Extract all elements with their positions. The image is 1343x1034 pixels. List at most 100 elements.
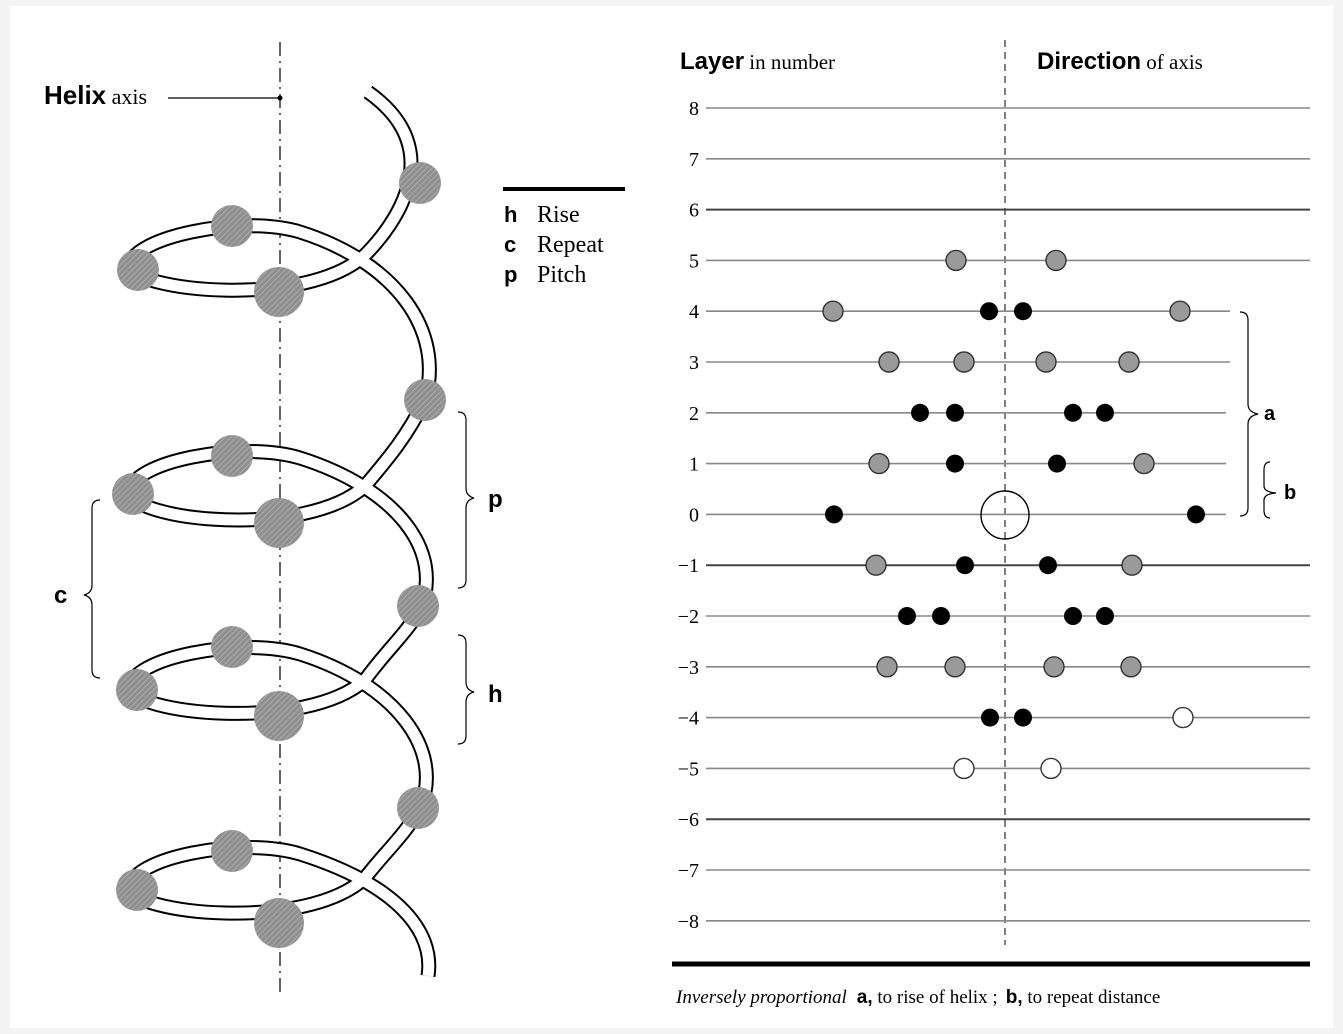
layer-label: 0: [689, 504, 699, 526]
grey-atom-dot: [944, 656, 966, 678]
black-atom-dot: [946, 454, 964, 473]
helix-residue: [397, 585, 439, 627]
legend-label-repeat: Repeat: [537, 232, 604, 258]
grey-atom-dot: [822, 300, 844, 322]
layer-label: 5: [689, 250, 699, 272]
grey-atom-dot: [868, 452, 890, 475]
layer-panel: Layer in number Direction of axis 8 7 6 5 4 3…: [672, 40, 1310, 1008]
layer-label: 3: [689, 352, 699, 374]
black-atom-dot: [1039, 556, 1057, 575]
grey-atom-dot: [1121, 554, 1143, 576]
helix-residue: [254, 498, 304, 548]
bracket-a-label: a: [1264, 403, 1276, 425]
helix-residue: [116, 869, 158, 911]
black-atom-dot: [898, 607, 916, 625]
bracket-a: [1239, 311, 1259, 517]
black-atom-dot: [1014, 708, 1032, 727]
helix-residue: [211, 435, 253, 477]
direction-header: Direction of axis: [1037, 48, 1203, 75]
bracket-p-label: p: [488, 486, 503, 513]
black-atom-dot: [1187, 505, 1205, 524]
layer-label: 2: [689, 403, 699, 425]
grey-atom-dot: [953, 351, 975, 373]
helix-residue: [117, 249, 159, 291]
black-atom-dot: [911, 403, 929, 422]
legend-key-p: p: [504, 262, 517, 287]
helix-residue: [254, 898, 304, 948]
helix-residue: [211, 830, 253, 872]
helix-residue: [211, 205, 253, 247]
grey-atom-dot: [1045, 249, 1067, 272]
open-atom-dot: [1172, 706, 1194, 729]
layer-label: −8: [678, 911, 699, 933]
layer-label: −1: [678, 555, 699, 577]
layer-header: Layer in number: [680, 48, 835, 75]
grey-atom-dot: [1169, 300, 1191, 322]
grey-atom-dot: [865, 554, 887, 576]
layer-dots: [822, 249, 1205, 780]
helix-tube: [122, 85, 437, 978]
helix-residue: [254, 267, 304, 317]
bracket-p: [457, 411, 475, 589]
layer-label: 6: [689, 200, 699, 222]
helix-residue: [397, 787, 439, 829]
bracket-h: [457, 634, 475, 745]
black-atom-dot: [1096, 403, 1114, 422]
black-atom-dot: [980, 302, 998, 321]
bracket-h-label: h: [488, 681, 503, 708]
helix-residues: [112, 162, 446, 948]
helix-residue: [404, 379, 446, 421]
helix-residue: [112, 473, 154, 515]
helix-panel: Helix axis p: [44, 42, 625, 992]
origin-circle: [980, 490, 1030, 540]
black-atom-dot: [1064, 607, 1082, 625]
grey-atom-dot: [1043, 656, 1065, 678]
black-atom-dot: [946, 403, 964, 422]
helix-residue: [254, 691, 304, 741]
bracket-c-label: c: [54, 582, 67, 609]
grey-atom-dot: [1133, 452, 1155, 475]
black-atom-dot: [1048, 454, 1066, 473]
grey-atom-dot: [945, 249, 967, 272]
grey-atom-dot: [1035, 351, 1057, 373]
legend-label-pitch: Pitch: [537, 262, 586, 288]
layer-label: −7: [678, 860, 699, 882]
layer-rows: 8 7 6 5 4 3 2 1 0 −1 −2 −3 −4 −5 −6 −7 −8: [678, 98, 1310, 933]
grey-atom-dot: [1120, 656, 1142, 678]
layer-label: −6: [678, 809, 699, 831]
layer-label: −2: [678, 606, 699, 628]
black-atom-dot: [981, 708, 999, 727]
black-atom-dot: [825, 505, 843, 524]
grey-atom-dot: [876, 656, 898, 678]
layer-label: 1: [689, 454, 699, 476]
layer-label: 8: [689, 98, 699, 120]
helix-residue: [116, 669, 158, 711]
legend-label-rise: Rise: [537, 202, 580, 228]
black-atom-dot: [1014, 302, 1032, 321]
legend-key-c: c: [504, 232, 516, 257]
helix-residue: [211, 626, 253, 668]
layer-label: 7: [689, 149, 699, 171]
open-atom-dot: [1040, 757, 1062, 780]
grey-atom-dot: [878, 351, 900, 373]
legend-key-h: h: [504, 202, 517, 227]
black-atom-dot: [956, 556, 974, 575]
bracket-b: [1263, 461, 1277, 519]
bracket-b-label: b: [1284, 482, 1296, 504]
legend: h Rise c Repeat p Pitch: [504, 202, 604, 288]
black-atom-dot: [1096, 607, 1114, 625]
black-atom-dot: [1064, 403, 1082, 422]
helix-axis-leader-dot: [277, 95, 283, 101]
layer-label: −5: [678, 758, 699, 780]
helix-residue: [399, 162, 441, 204]
open-atom-dot: [953, 757, 975, 780]
black-atom-dot: [932, 607, 950, 625]
layer-label: 4: [689, 301, 699, 323]
layer-label: −3: [678, 657, 699, 679]
layer-label: −4: [678, 708, 699, 730]
helix-axis-label: Helix axis: [44, 80, 147, 110]
bracket-c: [83, 499, 101, 679]
grey-atom-dot: [1118, 351, 1140, 373]
